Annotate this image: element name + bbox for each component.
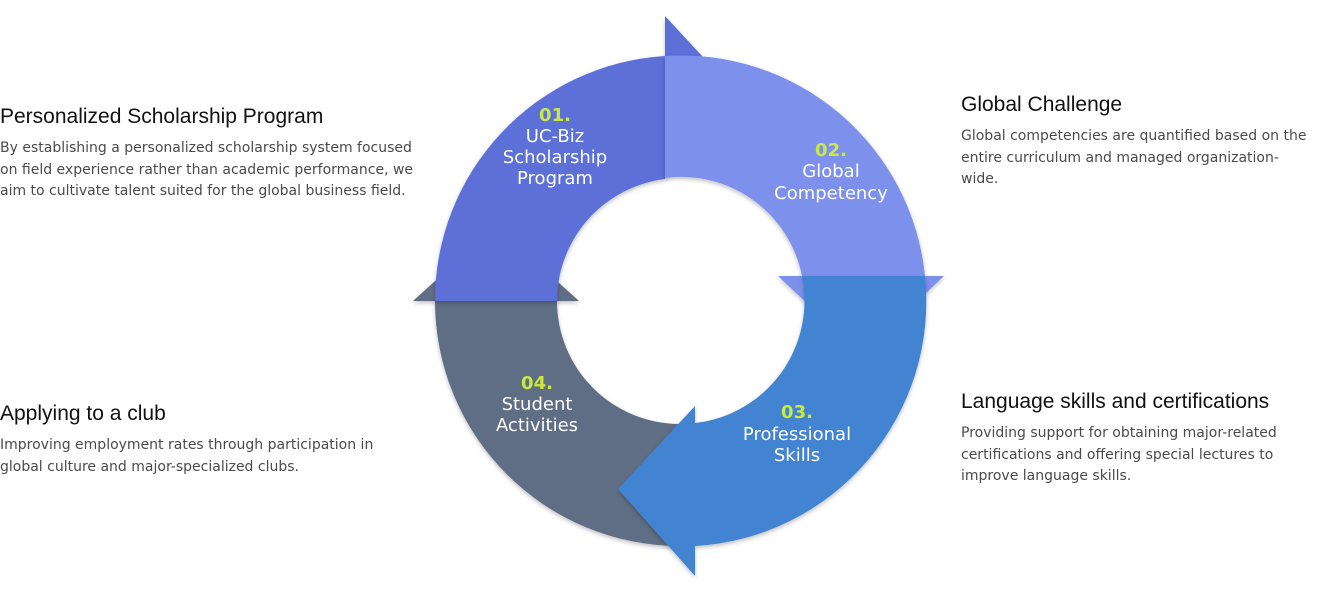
block-language-skills: Language skills and certifications Provi…: [961, 389, 1311, 488]
segment-03-label-line-1: Professional: [743, 424, 851, 445]
segment-02-label-line-2: Competency: [774, 183, 888, 204]
segment-04-arrow: [413, 226, 680, 546]
segment-03-label-line-2: Skills: [774, 445, 820, 466]
segment-01-label-line-3: Program: [517, 168, 593, 189]
segment-01-label-line-2: Scholarship: [503, 147, 607, 168]
block-4-description: Improving employment rates through parti…: [0, 437, 374, 475]
block-2-description: Global competencies are quantified based…: [961, 128, 1307, 187]
block-1-description: By establishing a personalized scholarsh…: [0, 140, 414, 199]
block-3-title: Language skills and certifications: [961, 390, 1270, 413]
segment-01-number: 01.: [539, 105, 571, 126]
segment-03-number: 03.: [781, 402, 813, 423]
segment-02-label-line-1: Global: [802, 161, 859, 182]
segment-01-label-line-1: UC-Biz: [526, 126, 584, 147]
block-2-title: Global Challenge: [961, 93, 1123, 116]
block-personalized-scholarship: Personalized Scholarship Program By esta…: [0, 104, 430, 203]
segment-04-label-line-1: Student: [502, 394, 573, 415]
segment-01-arrow: [434, 16, 740, 301]
segment-02-number: 02.: [815, 140, 847, 161]
block-3-description: Providing support for obtaining major-re…: [961, 425, 1277, 484]
block-4-title: Applying to a club: [0, 402, 166, 425]
segment-04-label-line-2: Activities: [496, 415, 578, 436]
block-global-challenge: Global Challenge Global competencies are…: [961, 92, 1311, 191]
block-applying-club: Applying to a club Improving employment …: [0, 401, 400, 478]
segment-04-number: 04.: [521, 373, 553, 394]
segment-03-arrow: [618, 276, 927, 576]
block-1-title: Personalized Scholarship Program: [0, 105, 324, 128]
